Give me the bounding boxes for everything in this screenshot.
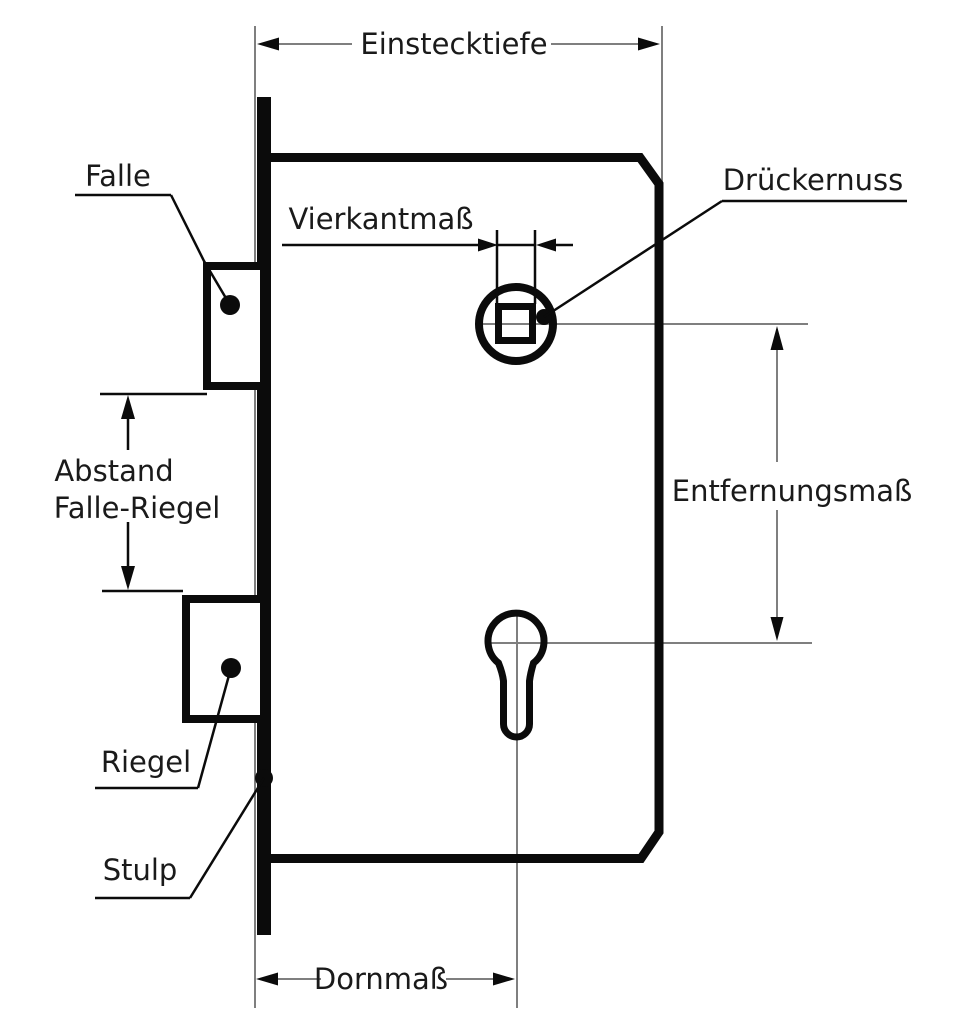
vierkant-square [495, 303, 536, 344]
label-stulp: Stulp [103, 853, 178, 887]
einstecktiefe-arrowhead-left [257, 37, 279, 51]
drueckernuss-circle [475, 283, 557, 365]
entfernungsmass-arrowhead-down [770, 617, 784, 641]
label-abstand-line1: Abstand [54, 454, 173, 488]
label-vierkantmass: Vierkantmaß [288, 202, 473, 236]
label-entfernungsmass: Entfernungsmaß [672, 474, 912, 508]
label-riegel: Riegel [101, 745, 191, 779]
einstecktiefe-arrowhead-right [638, 37, 660, 51]
abstand-arrowhead-down [121, 566, 135, 590]
lock-body-fill [262, 157, 659, 859]
drueckernuss-leader-line [543, 199, 723, 319]
riegel-bolt-rect [182, 595, 268, 723]
abstand-arrowhead-up [121, 395, 135, 419]
stulp-faceplate-bar [257, 97, 271, 935]
vierkantmass-arrowhead-left [478, 238, 498, 252]
vierkantmass-arrowhead-right [536, 238, 556, 252]
stulp-leader-line [188, 777, 266, 899]
riegel-leader-line [196, 667, 233, 789]
keyhole-shape [484, 609, 548, 741]
label-drueckernuss: Drückernuss [723, 163, 904, 197]
falle-leader-line [169, 194, 232, 306]
entfernungsmass-arrowhead-up [770, 326, 784, 350]
label-dornmass: Dornmaß [314, 962, 448, 996]
dornmass-arrowhead-right [493, 972, 515, 986]
label-einstecktiefe: Einstecktiefe [360, 27, 547, 61]
label-falle: Falle [85, 159, 151, 193]
falle-latch-rect [203, 262, 268, 390]
label-abstand-line2: Falle-Riegel [54, 491, 221, 525]
lock-body-outline [262, 153, 664, 863]
dornmass-arrowhead-left [256, 972, 278, 986]
